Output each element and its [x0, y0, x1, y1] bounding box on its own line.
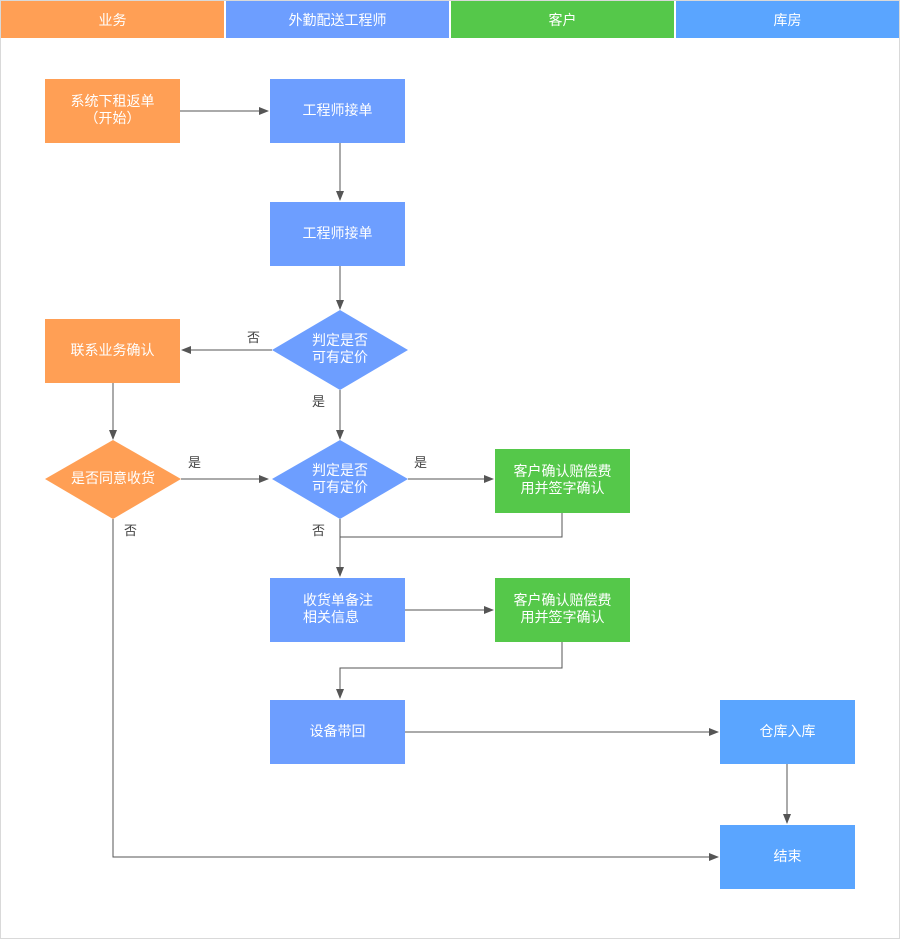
start-node-line1: 系统下租返单: [70, 94, 155, 110]
contact-business-node: 联系业务确认: [45, 319, 180, 383]
bring-back-label: 设备带回: [309, 723, 366, 740]
arrow-agree-no-to-end: [112, 519, 719, 861]
customer-confirm-2-line2: 用并签字确认: [520, 610, 605, 626]
lane-header-warehouse: 库房: [676, 1, 899, 38]
start-node: 系统下租返单 （开始）: [45, 79, 180, 143]
end-label: 结束: [773, 848, 802, 865]
engineer-accept-node-2: 工程师接单: [270, 202, 405, 266]
decision-price-1-shape: [272, 310, 408, 390]
lane-header-customer: 客户: [451, 1, 674, 38]
edge-label-agree-yes: 是: [188, 456, 202, 471]
engineer-accept-2-label: 工程师接单: [302, 225, 373, 242]
bring-back-node: 设备带回: [270, 700, 405, 764]
decision-agree-shape: [45, 440, 181, 519]
edge-label-d1-no: 否: [247, 331, 261, 346]
engineer-accept-1-label: 工程师接单: [302, 102, 373, 119]
warehouse-in-label: 仓库入库: [759, 723, 816, 740]
edge-label-d2-yes: 是: [414, 456, 428, 471]
receipt-note-line2: 相关信息: [303, 610, 359, 626]
edge-label-d1-yes: 是: [312, 395, 326, 410]
decision-price-2-shape: [272, 440, 408, 519]
arrow-customer2-to-bring-back: [336, 641, 563, 699]
customer-confirm-1-line1: 客户确认赔偿费: [513, 464, 612, 480]
receipt-note-node: 收货单备注 相关信息: [270, 578, 405, 642]
customer-confirm-node-1: 客户确认赔偿费 用并签字确认: [495, 449, 630, 513]
edge-label-d2-no: 否: [312, 524, 326, 539]
lane-header-engineer: 外勤配送工程师: [226, 1, 449, 38]
end-node: 结束: [720, 825, 855, 889]
start-node-line2: （开始）: [84, 111, 141, 127]
customer-confirm-1-line2: 用并签字确认: [520, 481, 605, 497]
lane-header-business: 业务: [1, 1, 224, 38]
customer-confirm-node-2: 客户确认赔偿费 用并签字确认: [495, 578, 630, 642]
engineer-accept-node-1: 工程师接单: [270, 79, 405, 143]
contact-business-label: 联系业务确认: [70, 342, 155, 359]
line-customer1-merge: [340, 513, 563, 538]
edge-label-agree-no: 否: [124, 524, 138, 539]
receipt-note-line1: 收货单备注: [303, 593, 373, 609]
customer-confirm-2-line1: 客户确认赔偿费: [513, 593, 612, 609]
warehouse-in-node: 仓库入库: [720, 700, 855, 764]
